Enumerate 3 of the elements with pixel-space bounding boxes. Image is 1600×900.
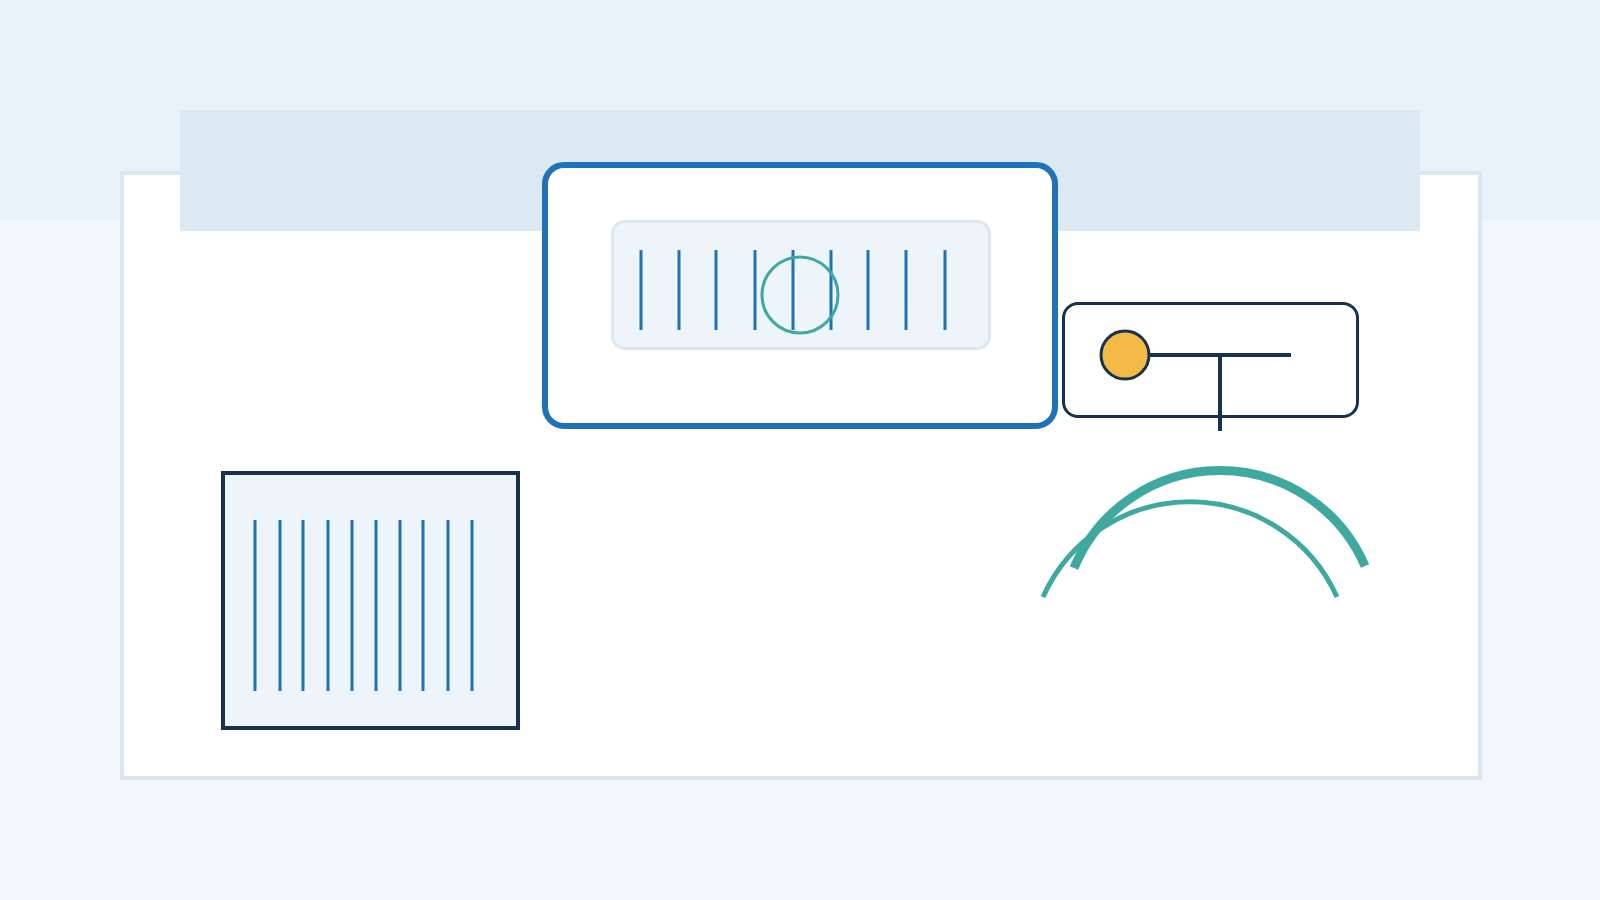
rounded-frame xyxy=(542,162,1058,429)
striped-panel xyxy=(611,220,991,350)
striped-box xyxy=(221,471,520,730)
